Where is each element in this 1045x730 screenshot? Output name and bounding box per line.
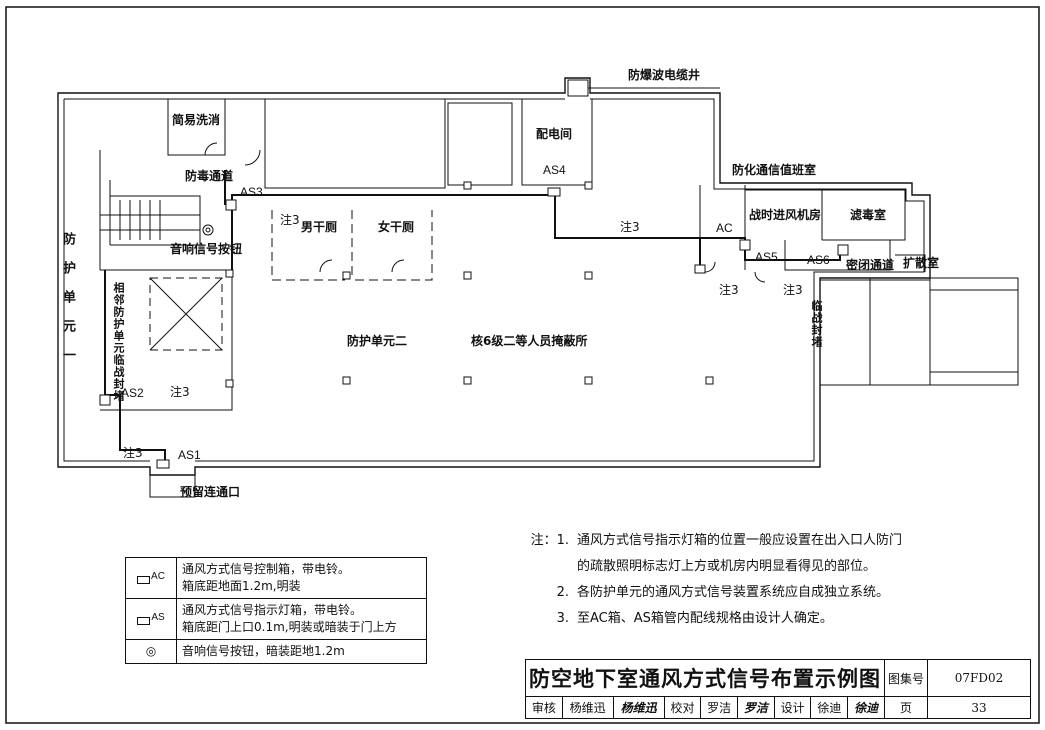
outer-wall — [57, 77, 931, 476]
legend-text: 通风方式信号控制箱，带电铃。 — [182, 562, 351, 576]
cable-well-label: 防爆波电缆井 — [628, 68, 701, 82]
box-icon — [137, 576, 151, 585]
as3-label: AS3 — [240, 185, 263, 199]
as5-label: AS5 — [755, 250, 778, 264]
comm-duty-room-label: 防化通信值班室 — [732, 163, 817, 177]
page-number: 33 — [927, 696, 1032, 719]
note-number: 2. — [556, 585, 569, 600]
note3-marker: 注3 — [280, 213, 300, 227]
reviewer-name: 杨维迅 — [561, 696, 614, 719]
note3-marker: 注3 — [783, 283, 803, 297]
simple-decon-label: 简易洗消 — [172, 113, 221, 127]
notes-block: 注：1. 通风方式信号指示灯箱的位置一般应设置在出入口人防门 的疏散照明标志灯上方… — [523, 528, 902, 632]
decon-passage-label: 防毒通道 — [185, 169, 234, 183]
review-label: 审核 — [525, 696, 563, 719]
adjacent-wall-label: 相邻防护单元临战封堵 — [112, 282, 125, 402]
as6-label: AS6 — [807, 253, 830, 267]
airlock-label: 密闭通道 — [846, 258, 895, 272]
filter-room-label: 滤毒室 — [850, 208, 887, 222]
note3-marker: 注3 — [620, 220, 640, 234]
designer-signature: 徐迪 — [847, 696, 885, 719]
reserved-passage-label: 预留连通口 — [180, 485, 241, 499]
atlas-label: 图集号 — [883, 659, 929, 697]
legend-symbol: AS — [151, 611, 165, 623]
legend-row: AS 通风方式信号指示灯箱，带电铃。箱底距门上口0.1m,明装或暗装于门上方 — [125, 598, 427, 640]
signal-button-label: 音响信号按钮 — [170, 242, 243, 256]
check-label: 校对 — [663, 696, 702, 719]
page-label: 页 — [883, 696, 929, 719]
box-icon — [137, 617, 151, 626]
as2-label: AS2 — [121, 386, 144, 400]
note-text: 至AC箱、AS箱管内配线规格由设计人确定。 — [577, 611, 833, 626]
button-symbol-icon: ◎ — [145, 644, 157, 658]
legend-table: AC 通风方式信号控制箱，带电铃。箱底距地面1.2m,明装 AS 通风方式信号指… — [125, 557, 427, 664]
design-label: 设计 — [773, 696, 812, 719]
unit-two-label: 防护单元二 — [347, 334, 408, 348]
legend-row: AC 通风方式信号控制箱，带电铃。箱底距地面1.2m,明装 — [125, 557, 427, 599]
note3-marker: 注3 — [719, 283, 739, 297]
cable-well — [567, 79, 589, 97]
female-toilet-label: 女干厕 — [378, 220, 415, 234]
legend-text: 通风方式信号指示灯箱，带电铃。 — [182, 603, 363, 617]
legend-symbol: AC — [151, 570, 165, 582]
reviewer-signature: 杨维迅 — [612, 696, 665, 719]
unit-one-label: 防护单元一 — [60, 232, 75, 377]
atlas-code: 07FD02 — [927, 659, 1032, 697]
drawing-title: 防空地下室通风方式信号布置示例图 — [525, 659, 885, 697]
designer-name: 徐迪 — [810, 696, 849, 719]
shelter-desc-label: 核6级二等人员掩蔽所 — [471, 334, 588, 348]
entrance-ramp — [929, 277, 1019, 386]
note-text: 通风方式信号指示灯箱的位置一般应设置在出入口人防门 — [577, 533, 903, 548]
note-text: 的疏散照明标志灯上方或机房内明显看得见的部位。 — [577, 559, 877, 574]
title-block: 防空地下室通风方式信号布置示例图 图集号 07FD02 审核 杨维迅 杨维迅 校… — [525, 659, 1032, 719]
wartime-block-label: 临战封堵 — [810, 300, 823, 348]
note-number: 1. — [556, 533, 569, 548]
distribution-room-label: 配电间 — [536, 127, 573, 141]
signal-button-symbol — [202, 224, 214, 236]
ac-label: AC — [716, 221, 733, 235]
wartime-fan-room-label: 战时进风机房 — [749, 208, 822, 222]
legend-row: ◎ 音响信号按钮，暗装距地1.2m — [125, 639, 427, 664]
notes-prefix: 注： — [530, 533, 557, 548]
expansion-room-label: 扩散室 — [903, 256, 940, 270]
checker-signature: 罗洁 — [737, 696, 775, 719]
as4-label: AS4 — [543, 163, 566, 177]
legend-text: 箱底距门上口0.1m,明装或暗装于门上方 — [182, 620, 397, 634]
as1-label: AS1 — [178, 448, 201, 462]
male-toilet-label: 男干厕 — [301, 220, 338, 234]
note3-marker: 注3 — [123, 446, 143, 460]
legend-text: 箱底距地面1.2m,明装 — [182, 579, 301, 593]
note3-marker: 注3 — [170, 385, 190, 399]
sheet-border — [5, 6, 1040, 724]
checker-name: 罗洁 — [700, 696, 739, 719]
note-text: 各防护单元的通风方式信号装置系统应自成独立系统。 — [577, 585, 890, 600]
legend-text: 音响信号按钮，暗装距地1.2m — [182, 644, 345, 658]
note-number: 3. — [556, 611, 569, 626]
